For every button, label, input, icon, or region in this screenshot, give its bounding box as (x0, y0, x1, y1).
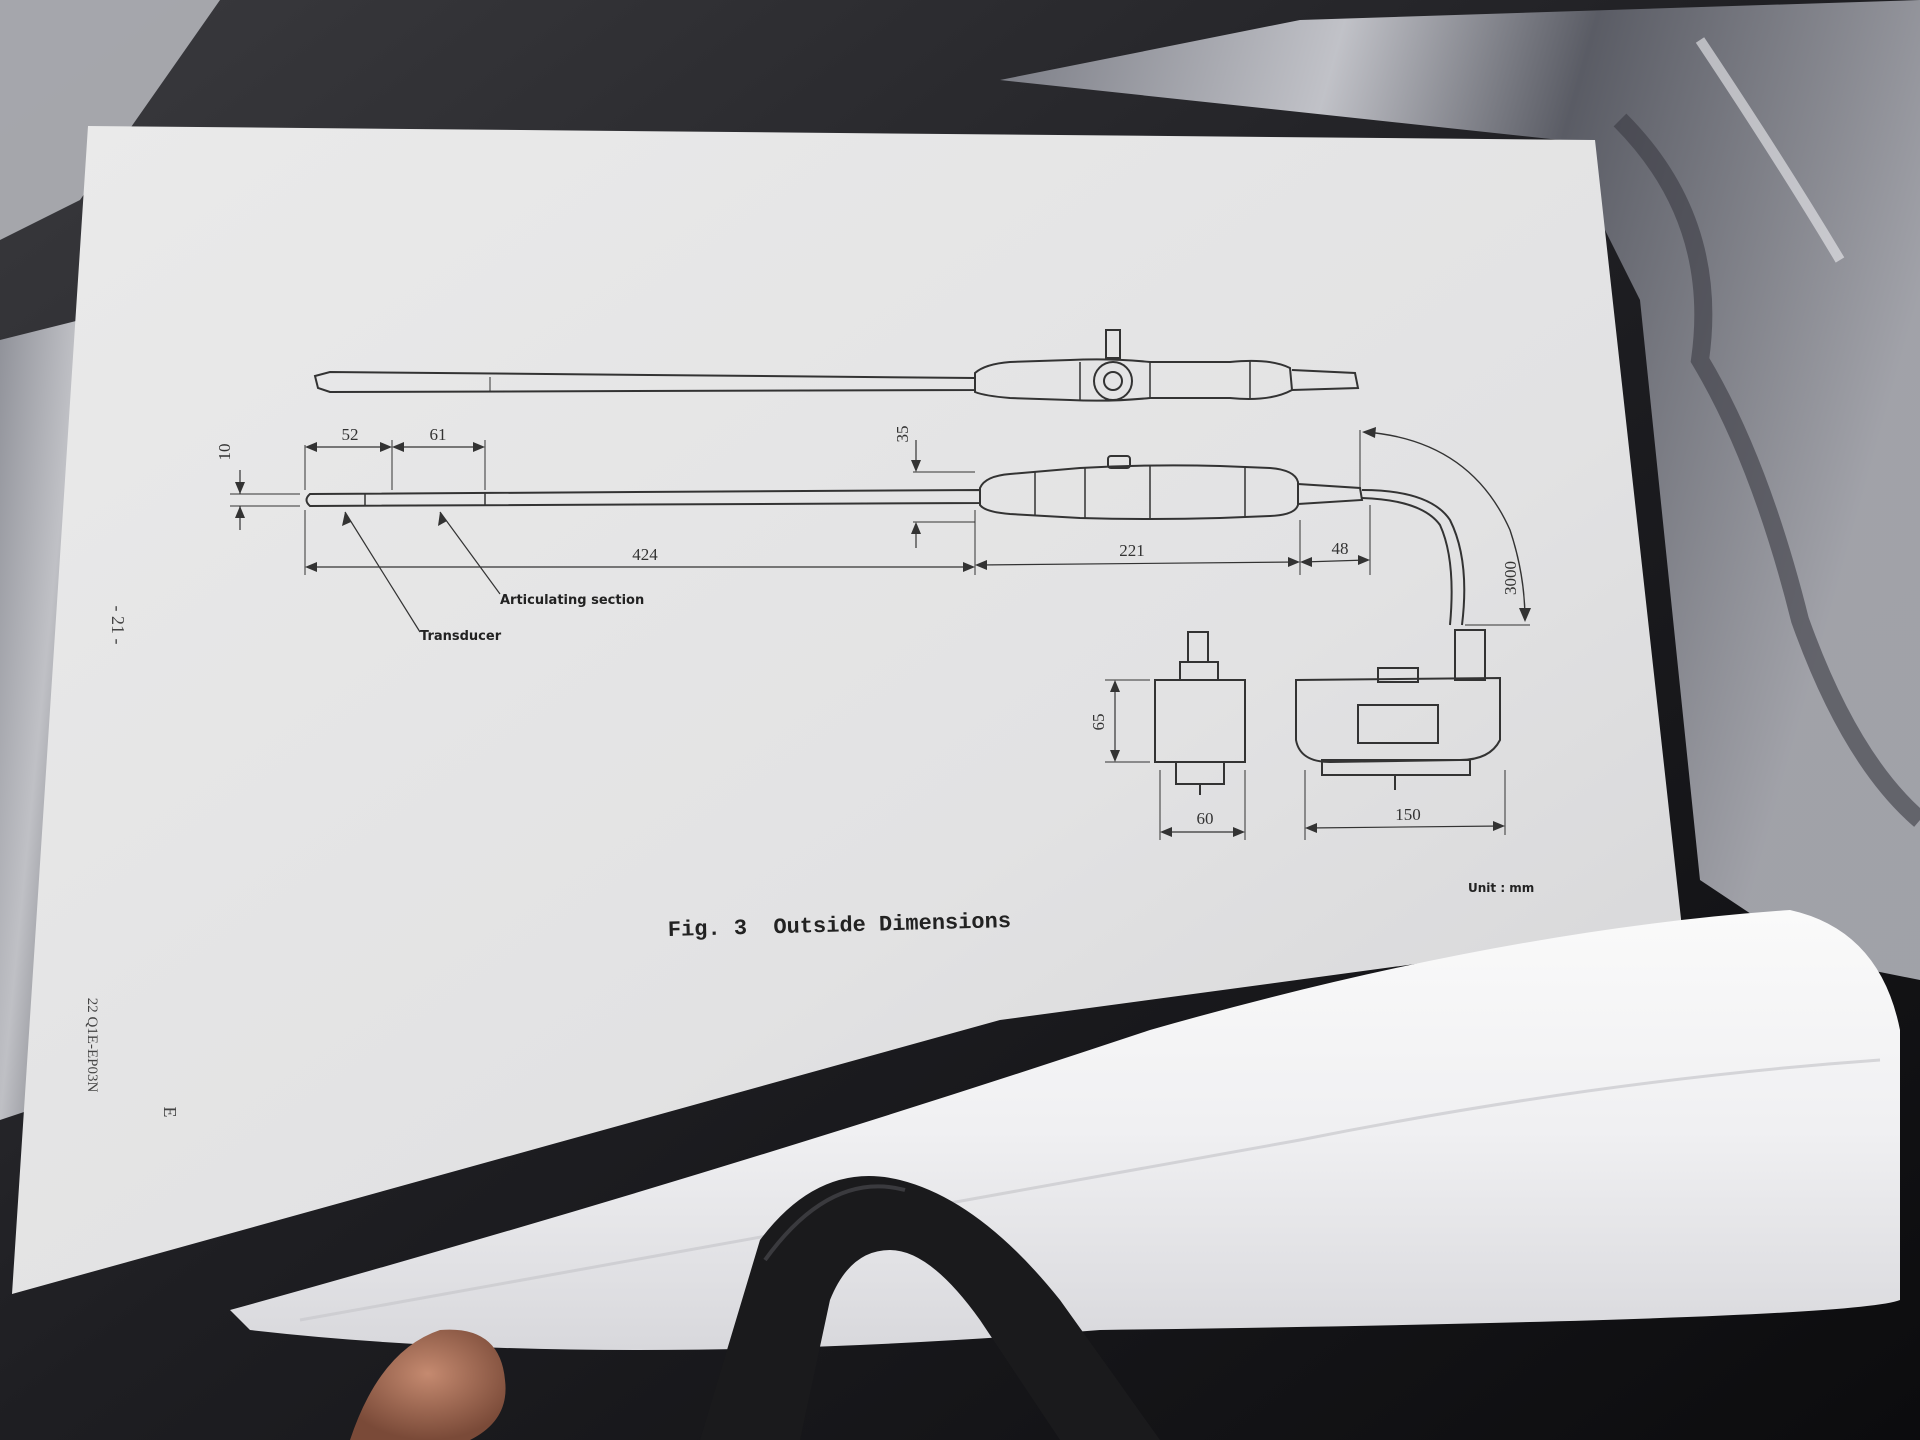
probe-side-view (305, 455, 1466, 626)
connector-box-side (1295, 629, 1501, 790)
dim-10: 10 (215, 444, 234, 461)
dim-424: 424 (632, 545, 658, 564)
document-page (12, 126, 1682, 1294)
dim-52: 52 (342, 425, 359, 444)
probe-drawing: 10 52 61 35 424 221 48 3000 65 60 150 Ar… (215, 329, 1531, 840)
dim-221: 221 (1119, 541, 1145, 560)
transducer-label: Transducer (420, 629, 502, 644)
leader-lines (342, 511, 501, 633)
probe-top-view (313, 329, 1360, 402)
curled-page (230, 910, 1900, 1350)
articulating-section-label: Articulating section (500, 593, 644, 608)
dim-60: 60 (1197, 809, 1214, 828)
dimension-lines (230, 430, 1530, 840)
margin-letter: E (160, 1107, 180, 1118)
black-strap (700, 1176, 1160, 1440)
dim-48: 48 (1332, 539, 1349, 558)
dim-3000: 3000 (1501, 561, 1520, 595)
thumb (350, 1329, 506, 1440)
dim-61: 61 (430, 425, 447, 444)
dim-65: 65 (1089, 714, 1108, 731)
dim-35: 35 (893, 426, 912, 443)
dim-150: 150 (1395, 805, 1421, 824)
unit-note: Unit : mm (1468, 881, 1534, 895)
connector-box-front (1154, 631, 1246, 795)
page-number: - 21 - (108, 606, 128, 645)
document-code: 22 Q1E-EP03N (84, 998, 100, 1093)
arrowheads (235, 427, 1531, 837)
